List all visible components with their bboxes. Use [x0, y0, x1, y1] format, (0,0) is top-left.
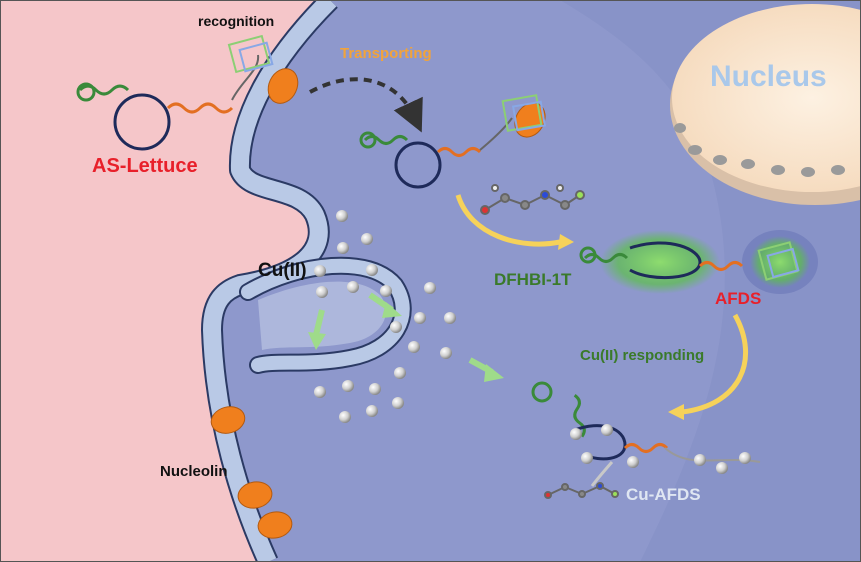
label-nucleus: Nucleus	[710, 60, 827, 93]
afds-complex	[579, 230, 818, 294]
label-afds: AFDS	[715, 289, 761, 308]
cu-entry-arrows	[308, 292, 504, 382]
label-transporting: Transporting	[340, 45, 432, 62]
release-arrow	[590, 461, 614, 487]
label-cu-afds: Cu-AFDS	[626, 485, 701, 504]
responding-arrow	[681, 313, 748, 415]
cu-afds-complex	[531, 381, 761, 463]
cu-ions	[314, 210, 751, 474]
label-dfhbi: DFHBI-1T	[494, 270, 572, 289]
nucleus	[670, 4, 861, 205]
dfhbi-molecule	[480, 184, 585, 215]
nucleolin-3	[257, 511, 293, 539]
released-dfhbi	[544, 482, 619, 499]
nucleolin-top	[267, 68, 299, 104]
nucleolin-proteins	[210, 68, 546, 539]
nucleolin-1	[210, 406, 246, 434]
label-recognition: recognition	[198, 13, 274, 29]
binding-arrow	[455, 194, 561, 247]
label-cu-responding: Cu(II) responding	[580, 347, 704, 364]
label-nucleolin: Nucleolin	[160, 463, 228, 480]
nucleolin-2	[237, 481, 273, 509]
label-as-lettuce: AS-Lettuce	[92, 155, 198, 177]
as-lettuce-aptamer	[76, 34, 274, 151]
transporting-arrow	[309, 77, 423, 133]
label-cu-ii: Cu(II)	[258, 260, 307, 281]
internalized-aptamer	[359, 94, 547, 189]
